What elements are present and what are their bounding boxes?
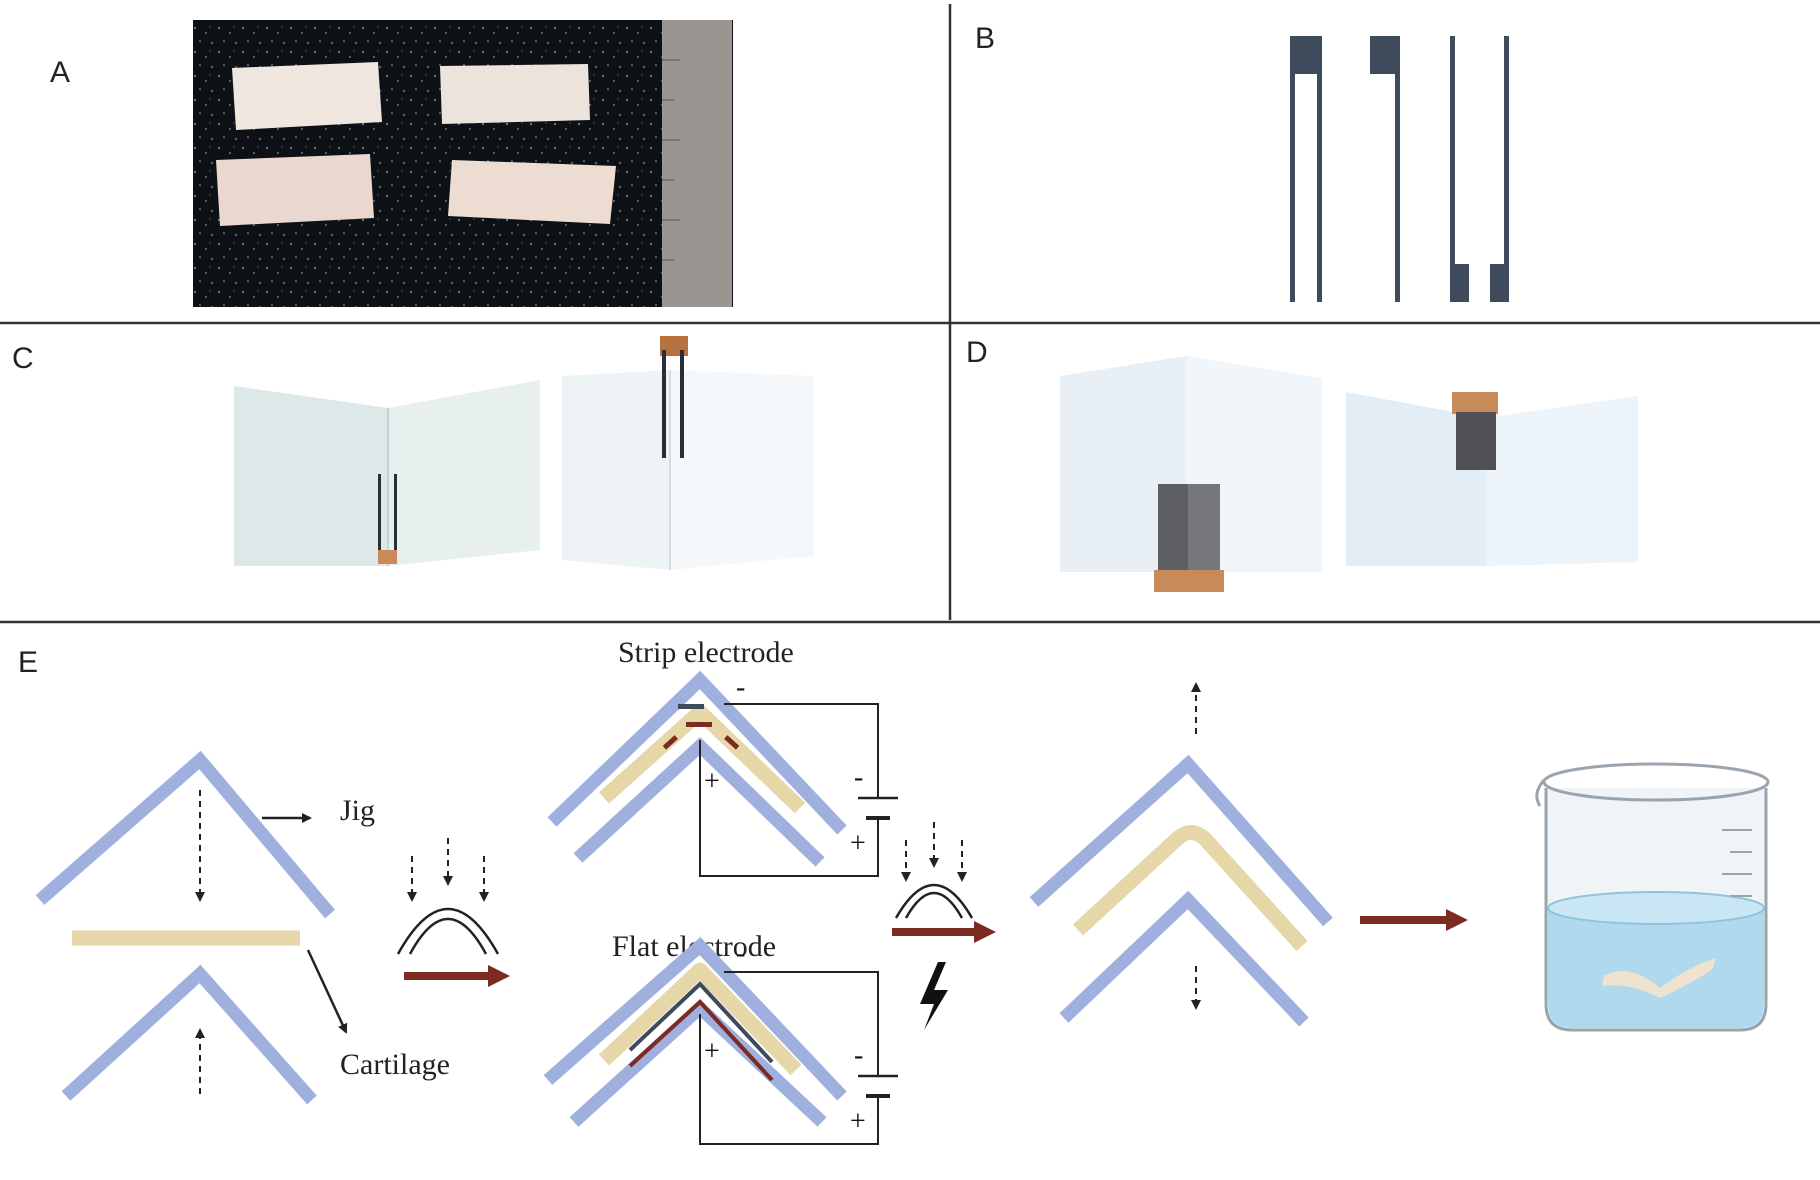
cartilage-label-arrow <box>306 949 348 1034</box>
panel-label-a: A <box>50 56 70 89</box>
electrode-schematic-2 <box>1370 36 1400 302</box>
lightning-bolt-icon <box>920 962 948 1030</box>
flat-battery-minus: - <box>854 1040 863 1071</box>
flat-battery-plus: + <box>850 1106 866 1137</box>
strip-battery-minus: - <box>854 762 863 793</box>
step2-strip-circuit <box>699 703 898 877</box>
panel-label-c: C <box>12 342 34 375</box>
jig-label: Jig <box>340 794 375 827</box>
step1-jig-top <box>35 750 335 919</box>
cartilage-label: Cartilage <box>340 1048 450 1081</box>
strip-electrode-label: Strip electrode <box>618 636 794 669</box>
cartilage-strip-1 <box>232 62 382 130</box>
jig-photo-flat-outer <box>1060 356 1322 592</box>
step2-flat-circuit <box>699 971 898 1145</box>
pressure-arc-icon <box>894 822 974 919</box>
step1-jig-bottom <box>61 964 317 1105</box>
strip-top-plus: + <box>704 766 720 797</box>
cartilage-samples-photo <box>193 20 733 307</box>
electrode-schematic-group <box>1290 36 1509 302</box>
panel-label-e: E <box>18 646 38 679</box>
pressure-arc-icon <box>396 838 500 955</box>
beaker-cartilage-sample <box>1602 958 1716 998</box>
jig-photo-strip-outer <box>562 336 814 570</box>
cartilage-strip-4 <box>448 160 616 224</box>
panel-label-d: D <box>966 336 988 369</box>
cartilage-strip-3 <box>216 154 374 226</box>
step2-strip-electrode-assembly <box>547 670 847 867</box>
jig-photo-flat-inner <box>1346 392 1638 566</box>
electrode-schematic-3 <box>1450 36 1509 302</box>
flat-top-plus: + <box>704 1036 720 1067</box>
strip-top-minus: - <box>736 672 745 703</box>
beaker-icon <box>1535 762 1770 1032</box>
cartilage-strip-2 <box>440 64 590 124</box>
strip-battery-plus: + <box>850 828 866 859</box>
step3-molded-assembly <box>1029 754 1333 1027</box>
flat-top-minus: - <box>736 938 745 969</box>
electrode-schematic-1 <box>1290 36 1322 302</box>
jig-photo-strip-inner <box>234 380 540 566</box>
panel-label-b: B <box>975 22 995 55</box>
step2-flat-electrode-assembly <box>543 936 847 1127</box>
